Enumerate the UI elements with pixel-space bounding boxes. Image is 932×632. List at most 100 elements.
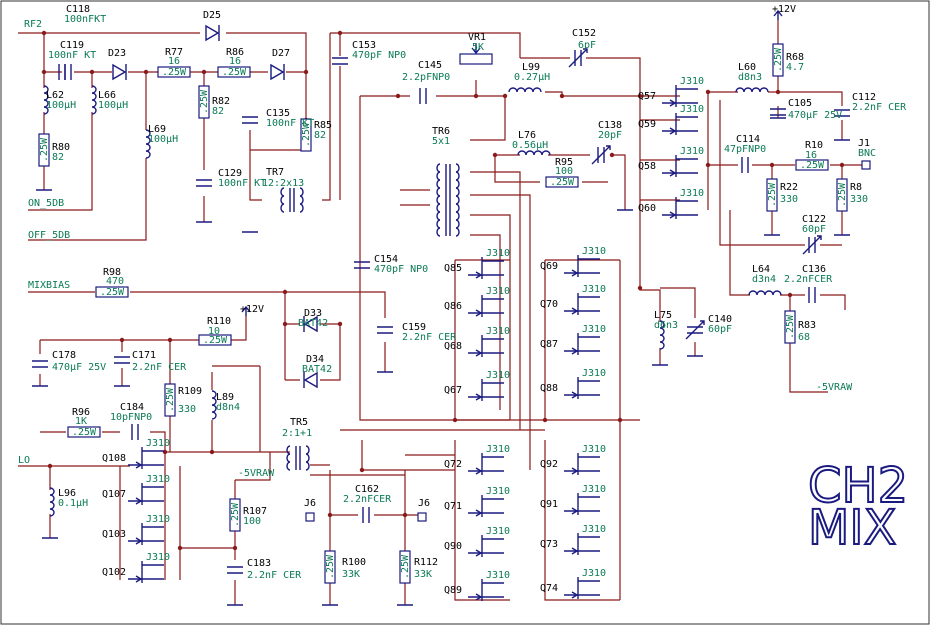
jfet — [564, 255, 600, 277]
jfet — [564, 453, 600, 475]
resistor-value: 33K — [342, 569, 360, 580]
connector-ref: J6 — [304, 498, 316, 509]
inductor — [91, 85, 97, 115]
jfet — [564, 377, 600, 399]
jfet-part: J310 — [486, 526, 510, 537]
jfet-part: J310 — [146, 514, 170, 525]
resistor-ref: R22 — [780, 182, 798, 193]
jfet-ref: Q103 — [102, 529, 126, 540]
jfet — [128, 483, 164, 505]
jfet-part: J310 — [486, 326, 510, 337]
jfet-part: J310 — [680, 146, 704, 157]
capacitor — [131, 424, 139, 440]
jfet-ref: Q60 — [638, 203, 656, 214]
resistor-ref: R10 — [805, 140, 823, 151]
diode — [270, 63, 285, 81]
capacitor-value: 2.2nF CER — [402, 332, 457, 343]
jfet-ref: Q87 — [540, 339, 558, 350]
capacitor — [377, 326, 393, 334]
resistor-ref: R82 — [212, 96, 230, 107]
capacitor-ref: C145 — [418, 60, 442, 71]
resistor-package: .25W — [767, 182, 778, 207]
transformer-ref: TR7 — [266, 167, 284, 178]
resistor-package: .25W — [325, 554, 336, 579]
resistor-ref: R96 — [72, 407, 90, 418]
resistor-ref: R95 — [555, 157, 573, 168]
potentiometer-ref: VR1 — [468, 32, 486, 43]
capacitor-value: 47pFNP0 — [724, 144, 766, 155]
jfet-ref: Q68 — [444, 341, 462, 352]
resistor: .25W — [772, 43, 784, 77]
capacitor — [685, 320, 705, 340]
capacitor-value: 10pFNP0 — [110, 412, 152, 423]
resistor-value: 33K — [414, 569, 432, 580]
transformer — [436, 163, 460, 237]
net-lo: LO — [18, 455, 30, 466]
connector-ref: J6 — [418, 498, 430, 509]
connector[interactable] — [417, 512, 427, 522]
diode — [205, 24, 220, 42]
resistor-package: .25W — [165, 387, 176, 412]
capacitor-value: 100nF KT — [266, 118, 314, 129]
jfet-part: J310 — [582, 484, 606, 495]
resistor-package: .25W — [203, 335, 228, 346]
resistor-ref: R83 — [798, 320, 816, 331]
jfet — [468, 579, 504, 601]
diode-ref: D23 — [108, 48, 126, 59]
resistor: .25W — [784, 310, 796, 344]
capacitor-ref: C171 — [132, 350, 156, 361]
net-plus12v-mid: +12V — [240, 304, 264, 315]
jfet-ref: Q108 — [102, 453, 126, 464]
inductor-ref: L99 — [522, 62, 540, 73]
jfet-part: J310 — [486, 444, 510, 455]
jfet — [128, 523, 164, 545]
inductor-ref: L66 — [98, 90, 116, 101]
jfet-part: J310 — [582, 568, 606, 579]
resistor: .25W — [836, 178, 848, 212]
jfet-part: J310 — [486, 248, 510, 259]
resistor-value: 68 — [798, 332, 810, 343]
jfet-part: J310 — [582, 284, 606, 295]
jfet-part: J310 — [582, 524, 606, 535]
resistor-package: .25W — [222, 67, 247, 78]
resistor-value: 330 — [850, 194, 868, 205]
jfet-part: J310 — [680, 104, 704, 115]
inductor-value: d8n3 — [738, 72, 762, 83]
potentiometer[interactable] — [459, 44, 493, 65]
capacitor-ref: C114 — [736, 134, 760, 145]
jfet-part: J310 — [680, 76, 704, 87]
inductor-ref: L96 — [58, 488, 76, 499]
jfet-ref: Q85 — [444, 263, 462, 274]
resistor-value: 1K — [75, 416, 87, 427]
jfet-ref: Q59 — [638, 119, 656, 130]
jfet-ref: Q86 — [444, 301, 462, 312]
capacitor-ref: C162 — [355, 484, 379, 495]
jfet-part: J310 — [582, 324, 606, 335]
capacitor-ref: C112 — [852, 92, 876, 103]
resistor-ref: R100 — [342, 557, 366, 568]
resistor-package: .25W — [301, 122, 312, 147]
capacitor-value: 2.2nF CER — [247, 570, 302, 581]
labels: R7716R8616R8082R8282R8582R98470R11010R96… — [18, 4, 907, 596]
capacitor-value: 100nF KT — [218, 178, 266, 189]
jfet — [468, 257, 504, 279]
transformer-value: 5x1 — [432, 136, 450, 147]
supply-arrow — [241, 305, 251, 316]
resistor-value: 16 — [805, 150, 817, 161]
capacitor-value: 2.2pFNP0 — [402, 72, 450, 83]
capacitor-ref: C129 — [218, 168, 242, 179]
capacitor-value: 470pF NP0 — [374, 264, 428, 275]
resistor-package: .25W — [162, 67, 187, 78]
jfet — [468, 295, 504, 317]
capacitor-value: 100nFKT — [64, 14, 106, 25]
transformer-ref: TR6 — [432, 126, 450, 137]
jfet-part: J310 — [582, 246, 606, 257]
inductor — [659, 320, 665, 350]
connector[interactable] — [305, 512, 315, 522]
connector-ref: J1 — [858, 138, 870, 149]
jfet — [468, 495, 504, 517]
connector-value: BNC — [858, 148, 876, 159]
connector[interactable] — [861, 160, 871, 170]
